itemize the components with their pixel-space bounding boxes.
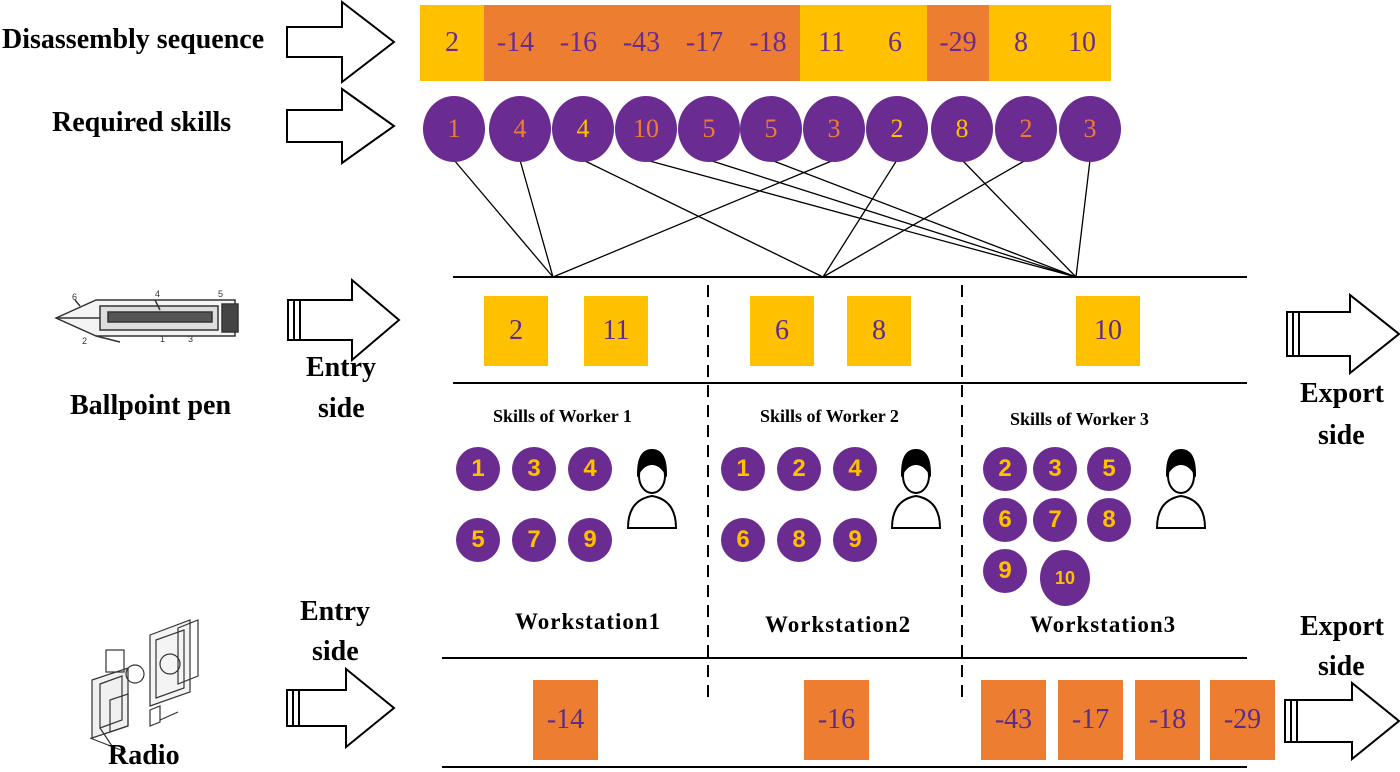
radio-task-box: -17	[1058, 680, 1123, 760]
sequence-cell: 6	[863, 5, 927, 81]
worker-skill-circle: 1	[721, 447, 765, 491]
sequence-cell: -29	[927, 5, 989, 81]
required-skill-circle: 3	[803, 96, 865, 162]
worker-skill-circle: 9	[568, 518, 612, 562]
svg-text:6: 6	[72, 292, 77, 302]
required-skill-circle: 1	[423, 96, 485, 162]
sequence-cell: 10	[1053, 5, 1111, 81]
required-skill-circle: 5	[740, 96, 802, 162]
required-skills-label: Required skills	[52, 107, 232, 138]
ballpoint-pen-icon	[54, 299, 239, 343]
arrow-icon-entry-bottom	[286, 666, 396, 750]
worker-skill-circle: 4	[568, 447, 612, 491]
worker-skill-circle: 8	[777, 518, 821, 562]
worker-1-person-icon	[626, 448, 678, 529]
required-skill-circle: 4	[489, 96, 551, 162]
sequence-cell: -14	[484, 5, 547, 81]
worker-1-skills-label: Skills of Worker 1	[493, 406, 632, 426]
worker-skill-circle: 10	[1040, 550, 1090, 606]
sequence-cell: 8	[989, 5, 1053, 81]
radio-label: Radio	[108, 740, 180, 771]
svg-text:4: 4	[155, 289, 160, 299]
svg-text:1: 1	[160, 334, 165, 344]
workstation-3-label: Workstation3	[1030, 612, 1177, 637]
sequence-cell: 2	[420, 5, 484, 81]
worker-2-person-icon	[890, 448, 942, 529]
workstation-2-label: Workstation2	[765, 612, 912, 637]
arrow-icon-disassembly	[286, 0, 396, 85]
radio-task-box: -14	[533, 680, 598, 760]
worker-icons	[626, 448, 1207, 529]
required-skill-circle: 5	[678, 96, 740, 162]
export-side-top-line1: Export	[1300, 378, 1384, 409]
disassembly-sequence-label: Disassembly sequence	[2, 24, 265, 55]
worker-skill-circle: 7	[512, 518, 556, 562]
arrow-icon-export-top	[1286, 292, 1400, 376]
worker-skill-circle: 8	[1087, 498, 1131, 542]
worker-2-skills-label: Skills of Worker 2	[760, 406, 899, 426]
sequence-cell: -18	[736, 5, 800, 81]
workstation-1-label: Workstation1	[515, 609, 662, 634]
sequence-cell: -17	[673, 5, 736, 81]
arrow-icon-skills	[286, 87, 396, 165]
pen-task-box: 8	[847, 296, 911, 366]
arrow-icon-export-bottom	[1284, 680, 1400, 762]
worker-3-person-icon	[1155, 448, 1207, 529]
required-skill-circle: 2	[866, 96, 928, 162]
ballpoint-pen-label: Ballpoint pen	[70, 390, 232, 421]
radio-task-box: -16	[804, 680, 869, 760]
arrow-icon-entry-top	[287, 277, 401, 363]
worker-skill-circle: 5	[456, 518, 500, 562]
worker-skill-circle: 5	[1087, 447, 1131, 491]
worker-skill-circle: 4	[833, 447, 877, 491]
entry-side-top-line1: Entry	[306, 352, 376, 383]
radio-icon	[89, 619, 199, 753]
sequence-cell: 11	[800, 5, 863, 81]
sequence-cell: -43	[610, 5, 673, 81]
worker-skill-circle: 6	[983, 498, 1027, 542]
pen-task-box: 10	[1076, 296, 1140, 366]
worker-skill-circle: 3	[512, 447, 556, 491]
export-side-top-line2: side	[1318, 420, 1365, 451]
worker-skill-circle: 2	[983, 447, 1027, 491]
required-skill-circle: 10	[615, 96, 677, 162]
required-skill-circle: 3	[1059, 96, 1121, 162]
svg-text:5: 5	[218, 289, 223, 299]
worker-skill-circle: 9	[833, 518, 877, 562]
worker-skill-circle: 2	[777, 447, 821, 491]
required-skill-circle: 8	[931, 96, 993, 162]
svg-text:2: 2	[82, 336, 87, 346]
radio-task-box: -43	[981, 680, 1046, 760]
worker-skill-circle: 6	[721, 518, 765, 562]
worker-skill-circle: 3	[1033, 447, 1077, 491]
export-side-bottom-line2: side	[1318, 651, 1365, 682]
radio-task-box: -18	[1135, 680, 1200, 760]
worker-skill-circle: 9	[983, 549, 1027, 593]
entry-side-bottom-line2: side	[312, 636, 359, 667]
worker-skill-circle: 1	[456, 447, 500, 491]
entry-side-top-line2: side	[318, 393, 365, 424]
worker-skill-circle: 7	[1033, 498, 1077, 542]
pen-task-box: 2	[484, 296, 548, 366]
sequence-cell: -16	[547, 5, 610, 81]
required-skill-circle: 2	[995, 96, 1057, 162]
export-side-bottom-line1: Export	[1300, 611, 1384, 642]
entry-side-bottom-line1: Entry	[300, 596, 370, 627]
svg-text:3: 3	[188, 334, 193, 344]
required-skill-circle: 4	[552, 96, 614, 162]
worker-3-skills-label: Skills of Worker 3	[1010, 409, 1149, 429]
pen-task-box: 6	[750, 296, 814, 366]
pen-task-box: 11	[584, 296, 648, 366]
radio-task-box: -29	[1210, 680, 1275, 760]
